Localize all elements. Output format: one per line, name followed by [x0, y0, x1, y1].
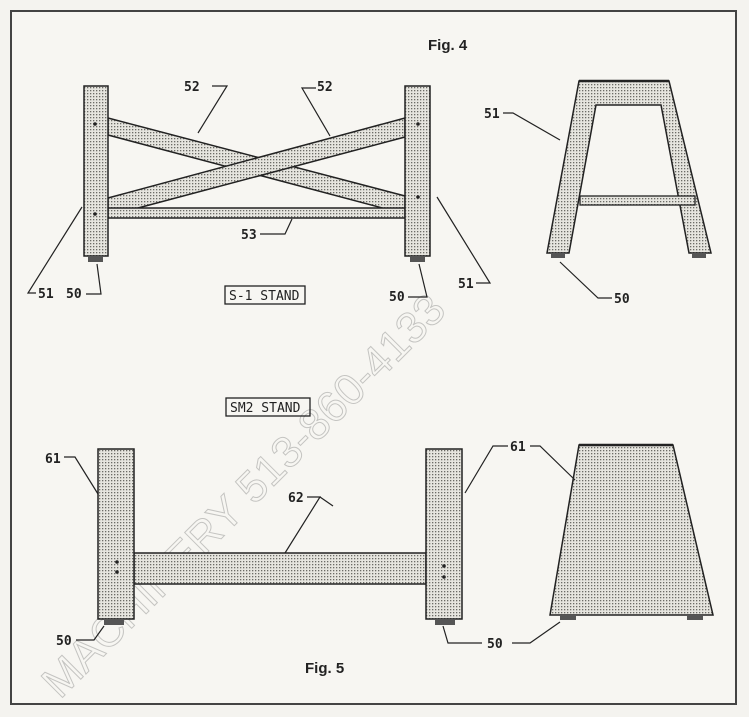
callout-53: 53 — [241, 228, 257, 243]
leader-52-b — [300, 87, 331, 137]
sm2-stand-label: SM2 STAND — [230, 401, 301, 416]
callout-50-left: 50 — [66, 287, 82, 302]
foot-50-sm2-left — [104, 619, 124, 625]
foot-50-sm2-side-left — [560, 615, 576, 620]
leg-61-right — [425, 448, 463, 620]
bolt — [442, 564, 446, 568]
leader-61-right-b — [530, 445, 576, 481]
bolt — [416, 195, 420, 199]
bolt — [416, 122, 420, 126]
leader-50-bottom-right — [512, 621, 561, 644]
leader-51-mid — [436, 196, 492, 284]
leader-52-a — [197, 85, 229, 134]
callout-51-side: 51 — [484, 107, 500, 122]
foot-50-right — [410, 256, 425, 262]
foot-50-sm2-right — [435, 619, 455, 625]
leader-50-mid — [408, 263, 428, 298]
sm2-stand-box — [225, 397, 311, 417]
fig4-title: Fig. 4 — [428, 37, 468, 54]
leader-51-side — [503, 112, 561, 141]
side-crossbar — [579, 195, 696, 206]
foot-50-side-right — [692, 253, 706, 258]
callout-61-left: 61 — [45, 452, 61, 467]
callout-52-b: 52 — [317, 80, 333, 95]
s1-stand-box — [224, 285, 306, 305]
foot-50-side-left — [551, 253, 565, 258]
callout-51-left: 51 — [38, 287, 54, 302]
leg-61-left — [97, 448, 135, 620]
stretcher-53 — [107, 207, 406, 219]
fig5-title: Fig. 5 — [305, 660, 344, 677]
bolt — [115, 560, 119, 564]
callout-61-right: 61 — [510, 440, 526, 455]
sm2-side-panel — [549, 444, 714, 616]
beam-62 — [133, 552, 427, 585]
side-frame-51 — [546, 80, 712, 254]
leg-51-right — [404, 85, 431, 257]
callout-50-bottom-left: 50 — [56, 634, 72, 649]
callout-50-bottom-right: 50 — [487, 637, 503, 652]
bolt — [93, 212, 97, 216]
watermark: MACHINERY 513-860-4133 — [32, 284, 455, 707]
callout-50-mid: 50 — [389, 290, 405, 305]
bolt — [442, 575, 446, 579]
callout-52-a: 52 — [184, 80, 200, 95]
callout-51-mid: 51 — [458, 277, 474, 292]
callout-50-side: 50 — [614, 292, 630, 307]
bolt — [115, 570, 119, 574]
leader-50-left — [86, 263, 102, 295]
leader-50-bottom-left — [76, 625, 105, 641]
leader-62-b — [319, 496, 334, 507]
leader-51-left — [26, 206, 83, 294]
bolt — [93, 122, 97, 126]
foot-50-left — [88, 256, 103, 262]
leader-53 — [260, 218, 293, 235]
foot-50-sm2-side-right — [687, 615, 703, 620]
callout-62: 62 — [288, 491, 304, 506]
leader-50-bottom-mid — [442, 625, 482, 644]
s1-stand-label: S-1 STAND — [229, 289, 300, 304]
leader-61-left — [64, 456, 99, 495]
leader-61-right — [464, 445, 508, 494]
leg-51-left — [83, 85, 109, 257]
leader-50-side — [559, 261, 612, 299]
